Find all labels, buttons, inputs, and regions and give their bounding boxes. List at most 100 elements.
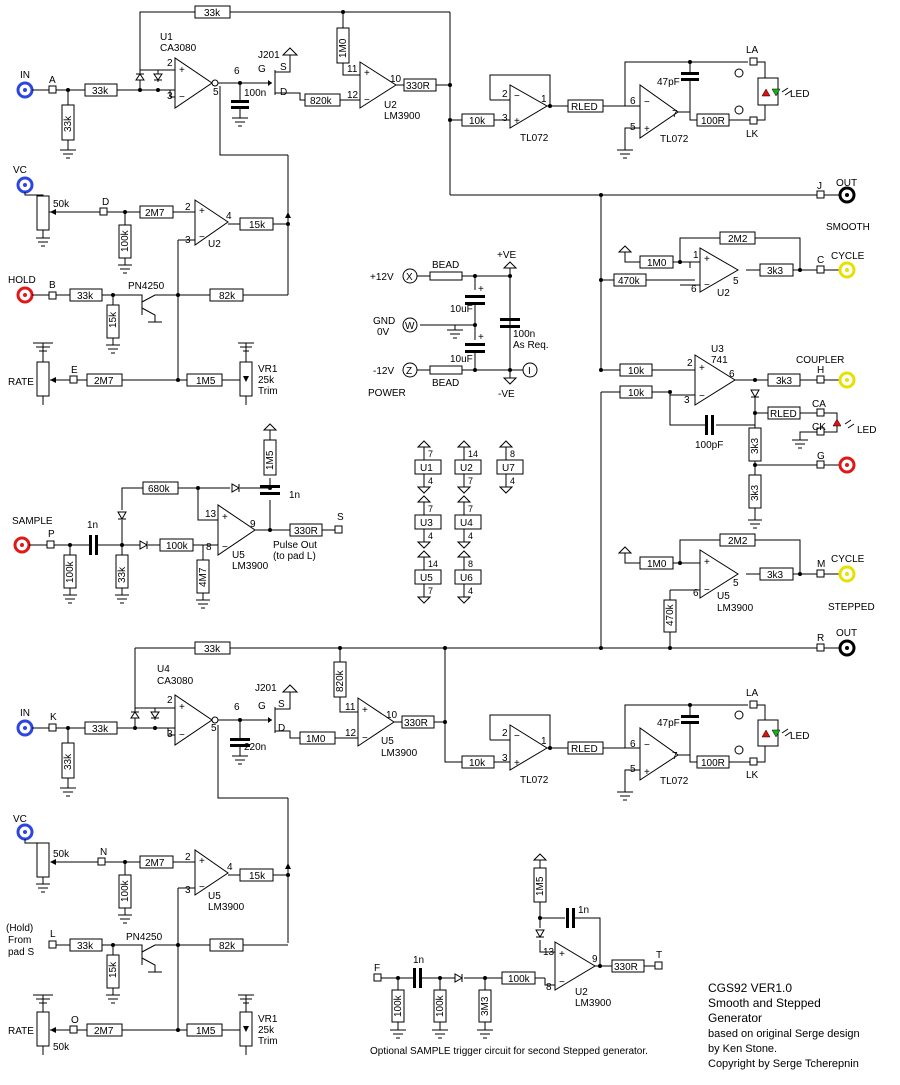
resistor-330r-trig [611,959,645,973]
resistor-label: 82k [219,291,236,302]
resistor-label: 470k [618,276,641,287]
transistor-pn4250-bottom: PN4250 [126,932,178,973]
pot-50k-vc[interactable] [36,195,50,231]
power-label: +12V [370,272,394,283]
pot-rate-bottom[interactable] [36,1011,50,1047]
jack-cycle-stepped[interactable] [838,565,856,583]
label-lk: LK [746,770,759,781]
jfet-label: J201 [255,683,277,694]
node-f: F [374,963,380,974]
credit-title: Smooth and Stepped [708,996,821,1010]
u2-label: U2 [575,987,588,998]
pin: 8 [546,982,552,993]
ic-name: U3 [420,518,433,529]
resistor-820k-label: 820k [310,96,333,107]
svg-text:+: + [514,116,520,127]
svg-text:+: + [199,206,205,217]
resistor-label: 330R [294,526,318,537]
cap-label: 1n [413,955,424,966]
hold-note: pad S [8,947,34,958]
resistor-100r-bottom [696,755,730,769]
jack-cycle-smooth[interactable] [838,261,856,279]
pin: D [278,723,285,734]
resistor-rled-label: RLED [571,102,598,113]
resistor-82k-bottom [209,938,244,952]
pin: D [280,87,287,98]
label-cycle: CYCLE [831,251,865,262]
resistor-label: 820k [335,669,346,692]
svg-text:+: + [364,68,370,79]
resistor-label: 1M0 [306,734,326,745]
label-smooth: SMOOTH [826,222,870,233]
svg-text:+: + [199,856,205,867]
resistor-2m7-rate-bottom [86,1023,123,1037]
pin: 9 [592,954,598,965]
pin: 2 [687,358,693,369]
u3-type: 741 [711,355,728,366]
pin: 4 [227,862,233,873]
u1-type: CA3080 [160,43,197,54]
u2-cycle-amp: + − 1 6 5 U2 [691,247,739,299]
resistor-100k-vc [118,224,132,259]
pot-rate-top[interactable] [36,361,50,397]
u5-cycle-stepped: + − 6 5 U5 LM3900 [693,549,754,614]
u5-label: U5 [717,591,730,602]
trim-value: 25k [258,375,275,386]
resistor-label: 3k3 [750,437,761,454]
resistor-33k-feedback-label: 33k [204,8,221,19]
resistor-label: 100k [393,994,404,1017]
resistor-10k-coupler-a [619,363,653,377]
svg-text:−: − [514,91,520,102]
node-d: D [102,197,109,208]
jack-out-smooth[interactable] [838,186,856,204]
ic-pin-bottom: 4 [468,531,473,541]
resistor-label: 3M3 [480,996,491,1016]
label-la: LA [746,688,759,699]
jack-coupler[interactable] [838,371,856,389]
resistor-10k-coupler-b [619,385,653,399]
label-coupler: COUPLER [796,355,844,366]
svg-text:−: − [704,280,710,291]
pulse-out-note: (to pad L) [273,551,316,562]
node-b: B [49,280,56,291]
resistor-label: 33k [77,941,94,952]
cap-label: 100n [513,329,535,340]
label-vc: VC [13,165,27,176]
resistor-label: 15k [249,871,266,882]
resistor-33k-in-label: 33k [92,86,109,97]
transistor-label: PN4250 [128,281,165,292]
pin: 6 [729,369,735,380]
node-g: G [817,451,825,462]
resistor-100k-vc-bottom [118,874,132,909]
cap-47p-label: 47pF [657,77,680,88]
pin: 5 [733,578,739,589]
resistor-label: 2M7 [145,208,165,219]
power-label: -VE [498,389,515,400]
resistor-82k-top [209,288,244,302]
node-h: H [817,365,824,376]
resistor-label: RLED [770,409,797,420]
jack-g[interactable] [838,456,856,474]
power-label: 0V [377,327,390,338]
u4-type: CA3080 [157,676,194,687]
pin: 2 [502,89,508,100]
resistor-label: 1M5 [196,1026,216,1037]
resistor-rled-coupler [767,406,801,420]
tl072-label: TL072 [520,775,549,786]
pin: 2 [185,202,191,213]
resistor-10k-bottom [461,755,495,769]
resistor-3k3-stepped [759,567,794,581]
jack-out-stepped[interactable] [838,639,856,657]
jfet-j201-bottom: J201 G S D [240,683,300,739]
top-section: IN A 33k 33k 33k + − U1 CA3080 2 3 5 6 1… [8,5,870,405]
resistor-33k-hold [69,288,103,302]
pot-50k-vc-bottom[interactable] [36,842,50,878]
u2-trigger-comparator: + − 13 8 9 U2 LM3900 [543,941,612,1009]
trim-note: Trim [258,386,278,397]
svg-text:−: − [179,92,185,103]
resistor-330r-bottom [401,715,435,729]
pin: S [280,62,287,73]
svg-text:−: − [364,95,370,106]
credit-author: by Ken Stone. [708,1043,777,1055]
